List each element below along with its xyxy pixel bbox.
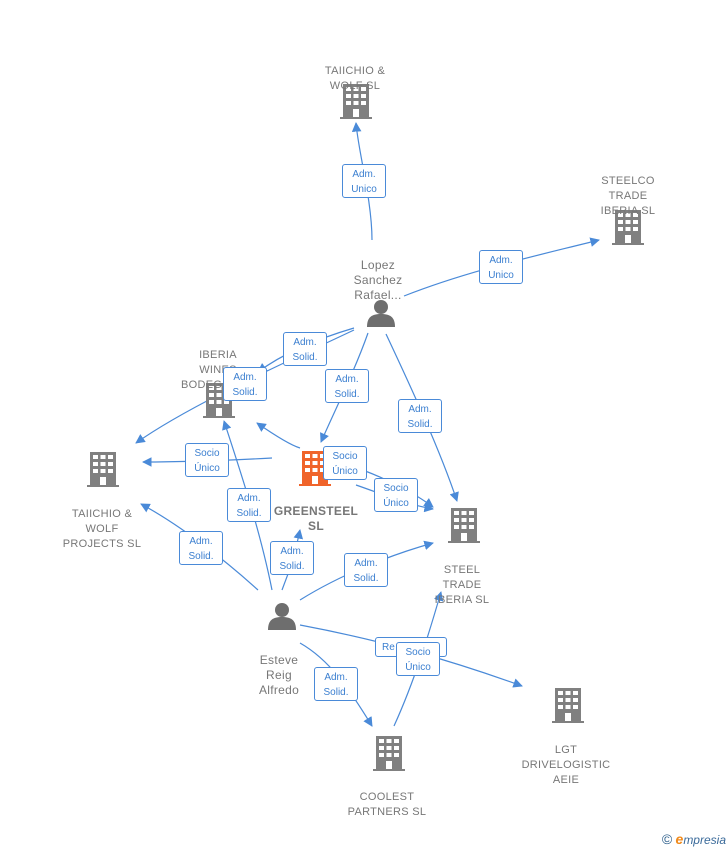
node-greensteel[interactable]: GREENSTEEL SL: [264, 489, 368, 549]
relation-badge[interactable]: Adm. Unico: [342, 164, 386, 198]
node-label: Esteve Reig Alfredo: [258, 653, 300, 697]
relation-badge[interactable]: Socio Único: [185, 443, 229, 477]
edge-greensteel-iberia-wines: [256, 422, 301, 449]
node-esteve[interactable]: Esteve Reig Alfredo: [240, 638, 318, 713]
node-label: STEELCO TRADE IBERIA SL: [600, 175, 656, 217]
edges: [135, 122, 600, 727]
esteve-person-icon[interactable]: [268, 603, 296, 630]
node-taiichio-projects[interactable]: TAIICHIO & WOLF PROJECTS SL: [50, 492, 154, 567]
relation-badge[interactable]: Adm. Unico: [479, 250, 523, 284]
node-label: STEEL TRADE IBERIA SL: [434, 564, 490, 606]
node-label: COOLEST PARTNERS SL: [347, 791, 427, 818]
taiichio-projects-building-icon[interactable]: [87, 452, 119, 487]
copyright-icon: ©: [661, 831, 673, 847]
relation-badge[interactable]: Socio Único: [374, 478, 418, 512]
relation-badge[interactable]: Adm. Solid.: [283, 332, 327, 366]
lgt-building-icon[interactable]: [552, 688, 584, 723]
node-steelco[interactable]: STEELCO TRADE IBERIA SL: [578, 159, 678, 234]
relation-badge[interactable]: Adm. Solid.: [314, 667, 358, 701]
relation-badge[interactable]: Adm. Solid.: [344, 553, 388, 587]
node-lgt[interactable]: LGT DRIVELOGISTIC AEIE: [508, 728, 624, 803]
node-coolest[interactable]: COOLEST PARTNERS SL: [335, 775, 439, 835]
node-steel-trade[interactable]: STEEL TRADE IBERIA SL: [417, 548, 507, 623]
node-label: LGT DRIVELOGISTIC AEIE: [521, 744, 611, 786]
node-label: Lopez Sanchez Rafael...: [353, 258, 403, 302]
relation-badge[interactable]: Socio Único: [396, 642, 440, 676]
relation-badge[interactable]: Adm. Solid.: [270, 541, 314, 575]
relation-badge[interactable]: Adm. Solid.: [227, 488, 271, 522]
node-label: TAIICHIO & WOLF SL: [324, 65, 386, 92]
relation-badge[interactable]: Adm. Solid.: [325, 369, 369, 403]
node-lopez[interactable]: Lopez Sanchez Rafael...: [338, 243, 418, 318]
coolest-building-icon[interactable]: [373, 736, 405, 771]
node-label: GREENSTEEL SL: [273, 504, 359, 533]
relation-badge[interactable]: Socio Único: [323, 446, 367, 480]
node-taiichio-wolf[interactable]: TAIICHIO & WOLF SL: [305, 49, 405, 109]
steel-trade-building-icon[interactable]: [448, 508, 480, 543]
node-label: TAIICHIO & WOLF PROJECTS SL: [62, 508, 142, 550]
brand-logo-initial: e: [675, 831, 684, 847]
relation-badge[interactable]: Adm. Solid.: [223, 367, 267, 401]
brand-footer[interactable]: © empresia: [662, 831, 726, 847]
brand-logo-text: mpresia: [683, 833, 726, 847]
relation-badge[interactable]: Adm. Solid.: [398, 399, 442, 433]
relation-badge[interactable]: Adm. Solid.: [179, 531, 223, 565]
